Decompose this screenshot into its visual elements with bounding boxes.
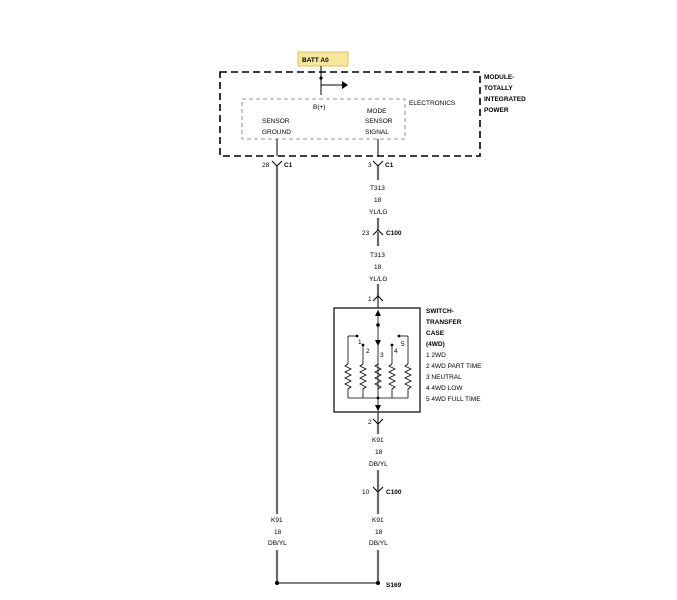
switch-pin-1-connector: 1	[368, 295, 384, 303]
svg-text:INTEGRATED: INTEGRATED	[484, 96, 526, 103]
svg-text:SENSOR: SENSOR	[262, 118, 290, 125]
splice-left-dot	[275, 581, 279, 585]
svg-text:3: 3	[380, 352, 384, 359]
sensor-ground-label: SENSOR GROUND	[262, 118, 291, 136]
svg-text:10: 10	[362, 489, 370, 496]
svg-text:4: 4	[394, 348, 398, 355]
switch-internals: 1 2 3 4 5	[344, 310, 412, 411]
t313-b-label: T313 18 YL/LG	[369, 252, 387, 283]
svg-text:TRANSFER: TRANSFER	[426, 319, 462, 326]
svg-text:1: 1	[368, 296, 372, 303]
batt-label: BATT A0	[297, 51, 349, 67]
svg-text:MODE: MODE	[367, 108, 387, 115]
svg-text:28: 28	[262, 162, 270, 169]
svg-text:2 4WD PART TIME: 2 4WD PART TIME	[426, 363, 482, 370]
svg-text:2: 2	[368, 419, 372, 426]
svg-text:TOTALLY: TOTALLY	[484, 85, 513, 92]
switch-pin-2-connector: 2	[368, 418, 384, 426]
svg-text:18: 18	[375, 449, 383, 456]
svg-text:(4WD): (4WD)	[426, 341, 445, 348]
svg-text:C1: C1	[284, 162, 293, 169]
svg-text:4 4WD LOW: 4 4WD LOW	[426, 385, 463, 392]
svg-text:YL/LG: YL/LG	[369, 276, 387, 283]
svg-text:18: 18	[374, 264, 382, 271]
svg-text:MODULE-: MODULE-	[484, 74, 514, 81]
svg-text:5 4WD FULL TIME: 5 4WD FULL TIME	[426, 396, 481, 403]
module-box	[219, 71, 481, 157]
svg-text:3 NEUTRAL: 3 NEUTRAL	[426, 374, 462, 381]
transfer-case-switch-box	[333, 307, 421, 413]
svg-text:K91: K91	[372, 437, 384, 444]
svg-text:GROUND: GROUND	[262, 129, 291, 136]
switch-position-list: 1 2WD 2 4WD PART TIME 3 NEUTRAL 4 4WD LO…	[426, 352, 482, 403]
svg-text:23: 23	[362, 230, 370, 237]
bplus-arrow-icon	[342, 81, 348, 89]
svg-text:T313: T313	[370, 185, 385, 192]
splice-label: S169	[386, 582, 402, 589]
t313-a-label: T313 18 YL/LG	[369, 185, 387, 216]
svg-text:DB/YL: DB/YL	[369, 461, 388, 468]
k91-right-label: K91 18 DB/YL	[366, 514, 392, 550]
svg-text:SENSOR: SENSOR	[365, 118, 393, 125]
svg-text:DB/YL: DB/YL	[369, 540, 388, 547]
electronics-box	[241, 98, 406, 140]
svg-text:POWER: POWER	[484, 107, 509, 114]
svg-text:K91: K91	[372, 517, 384, 524]
svg-text:1 2WD: 1 2WD	[426, 352, 446, 359]
svg-text:C100: C100	[386, 230, 402, 237]
svg-text:T313: T313	[370, 252, 385, 259]
svg-text:18: 18	[374, 197, 382, 204]
svg-text:SWITCH-: SWITCH-	[426, 308, 454, 315]
svg-text:CASE: CASE	[426, 330, 445, 337]
module-name: MODULE- TOTALLY INTEGRATED POWER	[484, 74, 526, 114]
svg-text:BATT A0: BATT A0	[302, 57, 329, 64]
c100-lower-connector: 10 C100	[362, 486, 402, 496]
svg-text:K91: K91	[271, 517, 283, 524]
splice-right-dot	[376, 581, 380, 585]
c1-right-connector: 3 C1	[368, 160, 394, 169]
svg-text:5: 5	[401, 341, 405, 348]
bplus-label: B(+)	[313, 104, 325, 111]
mode-sensor-signal-label: MODE SENSOR SIGNAL	[365, 108, 393, 136]
svg-text:C1: C1	[385, 162, 394, 169]
c100-upper-connector: 23 C100	[362, 229, 402, 237]
svg-text:18: 18	[274, 529, 282, 536]
svg-text:YL/LG: YL/LG	[369, 209, 387, 216]
svg-text:2: 2	[366, 348, 370, 355]
switch-title: SWITCH- TRANSFER CASE (4WD)	[426, 308, 462, 348]
svg-text:SIGNAL: SIGNAL	[365, 129, 389, 136]
electronics-label: ELECTRONICS	[409, 100, 456, 107]
batt-junction	[319, 76, 323, 80]
svg-text:3: 3	[368, 162, 372, 169]
svg-text:1: 1	[358, 339, 362, 346]
svg-text:18: 18	[375, 529, 383, 536]
k91-a-label: K91 18 DB/YL	[369, 437, 388, 468]
svg-text:C100: C100	[386, 489, 402, 496]
svg-text:DB/YL: DB/YL	[268, 540, 287, 547]
k91-left-label: K91 18 DB/YL	[264, 514, 290, 550]
